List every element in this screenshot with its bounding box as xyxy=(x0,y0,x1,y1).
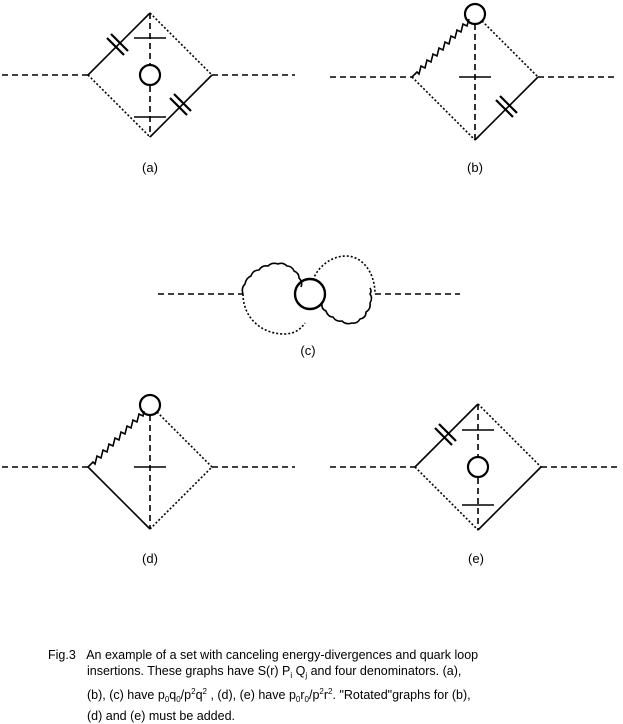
caption-text-3g: /p xyxy=(308,688,320,702)
caption-sup-2d: 2 xyxy=(328,687,333,696)
edge-upper-right xyxy=(156,411,213,468)
caption-sub-j: j xyxy=(305,671,308,680)
quark-loop-circle xyxy=(138,63,162,87)
caption-text-3a: (b), (c) have p xyxy=(87,688,165,702)
diagram-c xyxy=(158,255,460,335)
edge-upper-left xyxy=(414,403,479,468)
diagram-b xyxy=(330,2,618,141)
caption-sub-0a: 0 xyxy=(164,695,170,704)
caption-text-2c: and four denominators. (a), xyxy=(307,664,462,678)
label-a: (a) xyxy=(142,160,158,175)
label-b: (b) xyxy=(467,160,483,175)
caption-text-2a: insertions. These graphs have S(r) P xyxy=(87,664,291,678)
caption-text-3h: r xyxy=(323,688,329,702)
caption-text-3e: , (d), (e) have p xyxy=(206,688,296,702)
caption-text-1: An example of a set with canceling energ… xyxy=(86,648,479,662)
caption-text-3d: q xyxy=(195,688,203,702)
gluon-wavy-arc-lower-right xyxy=(321,287,373,325)
edge-lower-left xyxy=(414,466,479,531)
caption-sub-0b: 0 xyxy=(176,695,181,704)
cut-mark-lower-right-2 xyxy=(173,93,192,112)
caption-line-2: insertions. These graphs have S(r) Pi Qj… xyxy=(48,663,608,684)
cut-mark-2 xyxy=(438,423,457,442)
label-d: (d) xyxy=(142,551,158,566)
cut-mark-1 xyxy=(434,427,453,446)
caption-text-3f: r xyxy=(300,688,305,702)
quark-arc-lower-left xyxy=(242,293,306,335)
caption-line-4: (d) and (e) must be added. xyxy=(48,708,608,724)
cut-mark-upper-left-1 xyxy=(106,37,125,56)
edge-lower-right xyxy=(477,466,542,531)
gluon-wavy-arc-upper-left xyxy=(241,262,303,295)
quark-loop-circle xyxy=(466,455,490,479)
caption-text-4: (d) and (e) must be added. xyxy=(87,709,235,723)
caption-sup-2a: 2 xyxy=(191,687,196,696)
caption-fig-number: Fig.3 xyxy=(48,648,76,662)
caption-text-2b: Q xyxy=(292,664,306,678)
caption-line-1: Fig.3 An example of a set with canceling… xyxy=(48,647,608,663)
caption-sub-0c: 0 xyxy=(295,695,301,704)
cut-mark-1 xyxy=(495,99,514,118)
edge-lower-right xyxy=(149,466,213,530)
label-e: (e) xyxy=(468,551,484,566)
edge-upper-right xyxy=(477,403,542,468)
quark-loop-circle xyxy=(293,277,327,311)
quark-arc-upper-right xyxy=(312,255,376,295)
cut-mark-upper-left-2 xyxy=(110,33,129,52)
edge-upper-right xyxy=(481,20,539,78)
diagram-a xyxy=(2,12,295,138)
caption-sup-2b: 2 xyxy=(202,687,207,696)
label-c: (c) xyxy=(300,343,316,358)
gluon-wavy-line xyxy=(411,18,470,78)
caption-text-3i: . "Rotated"graphs for (b), xyxy=(332,688,471,702)
edge-upper-right xyxy=(149,12,213,76)
edge-lower-left xyxy=(411,76,476,141)
diagram-e xyxy=(330,403,620,531)
edge-lower-left xyxy=(87,466,151,530)
cut-mark-lower-right-1 xyxy=(169,97,188,116)
edge-lower-right xyxy=(149,74,213,138)
caption-text-3c: /p xyxy=(180,688,192,702)
caption-sub-i: i xyxy=(290,671,293,680)
caption-line-3: (b), (c) have p0q0/p2q2 , (d), (e) have … xyxy=(48,684,608,708)
diagram-d xyxy=(2,393,295,530)
caption-text-3b: q xyxy=(169,688,177,702)
cut-mark-2 xyxy=(499,95,518,114)
edge-lower-left xyxy=(87,74,151,138)
caption-sup-2c: 2 xyxy=(319,687,324,696)
edge-upper-left xyxy=(87,12,151,76)
gluon-wavy-line xyxy=(87,410,145,468)
edge-lower-right xyxy=(474,76,539,141)
caption-sub-0d: 0 xyxy=(304,695,309,704)
figure-caption: Fig.3 An example of a set with canceling… xyxy=(48,647,608,724)
